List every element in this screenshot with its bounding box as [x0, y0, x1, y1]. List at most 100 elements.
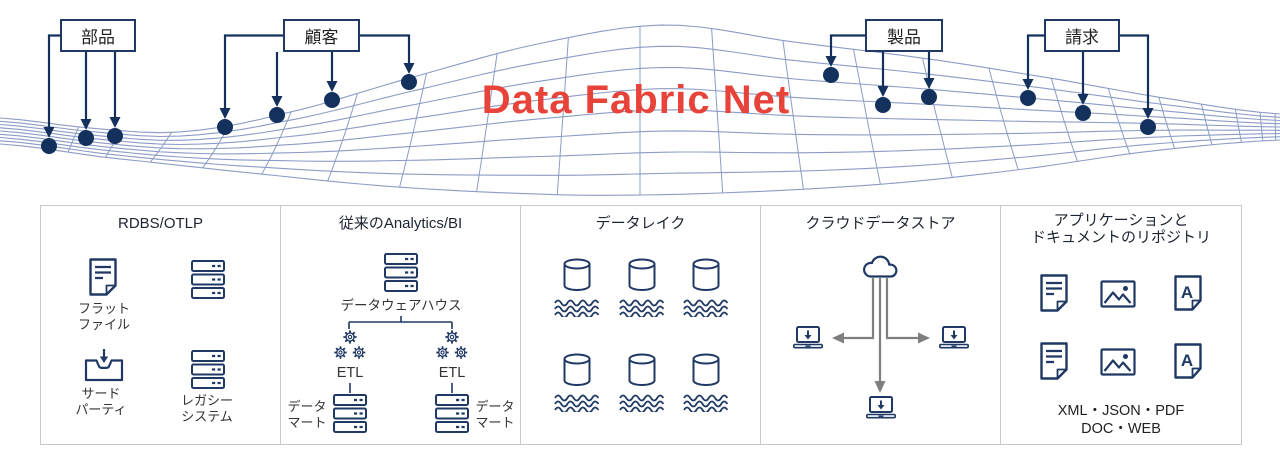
data-lake-store-icon [563, 258, 591, 292]
etl-label: ETL [336, 365, 364, 381]
arrowhead-down-icon [80, 119, 92, 130]
net-node-dot [269, 107, 285, 123]
etl-gears-icon [332, 329, 368, 361]
mesh-line [1158, 97, 1176, 149]
waves-icon [683, 394, 729, 412]
net-node-dot [1075, 105, 1091, 121]
image-icon [1100, 348, 1136, 376]
fabric-mesh [0, 24, 1280, 196]
panel-title: アプリケーションと ドキュメントのリポジトリ [1001, 212, 1241, 246]
data-lake-store-icon [628, 353, 656, 387]
third-party-label: サード パーティ [51, 386, 151, 418]
source-connector [1120, 34, 1150, 109]
label-line: データ [287, 399, 327, 414]
laptop-download-icon [939, 326, 969, 350]
mesh-line [399, 73, 427, 188]
net-node-dot [921, 89, 937, 105]
arrowhead-down-icon [109, 117, 121, 128]
document-icon [1040, 342, 1068, 380]
etl-label: ETL [438, 365, 466, 381]
mesh-line [149, 132, 173, 163]
source-box-label: 製品 [887, 28, 921, 47]
net-node-dot [1020, 90, 1036, 106]
arrowhead-down-icon [326, 81, 338, 92]
mesh-line [711, 28, 724, 193]
flat-file-label: フラット ファイル [54, 301, 154, 333]
net-node-dot [1140, 119, 1156, 135]
datamart-label: データ マート [471, 399, 519, 431]
source-box-product: 製品 [865, 19, 943, 52]
net-node-dot [107, 128, 123, 144]
source-connector [829, 34, 865, 57]
mesh-line [556, 37, 569, 195]
mesh-line [261, 111, 292, 175]
cloud-icon [861, 252, 901, 279]
laptop-download-icon [866, 396, 896, 420]
label-line: システム [181, 409, 233, 424]
mesh-line [1200, 103, 1213, 145]
datamart-server-icon [435, 394, 469, 433]
mesh-line [327, 93, 358, 182]
formats-line: DOC・WEB [1081, 421, 1161, 437]
source-box-parts: 部品 [60, 19, 136, 52]
legacy-server-icon [191, 350, 225, 389]
panel-analytics-bi: 従来のAnalytics/BI データウェアハウス ETL ETL データ マー… [281, 206, 521, 444]
net-node-dot [41, 138, 57, 154]
mesh-line [1050, 78, 1078, 162]
net-node-dot [823, 67, 839, 83]
panel-title-line: アプリケーションと [1053, 212, 1189, 229]
analytics-tree-lines [348, 316, 453, 393]
arrowhead-down-icon [877, 86, 889, 97]
net-node-dot [78, 130, 94, 146]
net-title: Data Fabric Net [481, 78, 791, 122]
arrowhead-down-icon [219, 108, 231, 119]
label-line: データ [475, 399, 515, 414]
mesh-line [1234, 109, 1242, 143]
source-connector [1026, 34, 1044, 80]
laptop-download-icon [793, 326, 823, 350]
data-lake-store-icon [692, 353, 720, 387]
arrowhead-down-icon [403, 63, 415, 74]
panel-cloud-data-store: クラウドデータストア [761, 206, 1001, 444]
image-icon [1100, 280, 1136, 308]
label-line: サード [81, 386, 121, 401]
mesh-line [1107, 88, 1131, 154]
a-file-icon [1174, 343, 1202, 379]
arrowhead-down-icon [271, 96, 283, 107]
datamart-server-icon [333, 394, 367, 433]
mesh-line [67, 126, 80, 153]
a-file-icon [1174, 275, 1202, 311]
net-node-dot [875, 97, 891, 113]
net-node-dot [217, 119, 233, 135]
mesh-line [988, 67, 1019, 170]
waves-icon [619, 299, 665, 317]
data-lake-store-icon [692, 258, 720, 292]
panel-data-lake: データレイク [521, 206, 761, 444]
mesh-line [476, 53, 498, 192]
waves-icon [683, 299, 729, 317]
etl-gears-icon [434, 329, 470, 361]
source-connector [47, 34, 60, 128]
label-line: レガシー [180, 393, 233, 408]
label-line: フラット [77, 301, 130, 316]
arrowhead-down-icon [1077, 94, 1089, 105]
source-box-customer: 顧客 [283, 19, 360, 52]
panel-app-doc-repository: アプリケーションと ドキュメントのリポジトリ XML・JSON・PDF DOC・… [1001, 206, 1241, 444]
datamart-label: データ マート [283, 399, 331, 431]
mesh-line [1259, 112, 1264, 141]
data-lake-store-icon [628, 258, 656, 292]
document-icon [1040, 274, 1068, 312]
arrowhead-down-icon [1142, 108, 1154, 119]
source-connector [223, 34, 283, 109]
source-box-label: 請求 [1065, 28, 1099, 47]
waves-icon [554, 394, 600, 412]
mesh-line [853, 49, 881, 185]
label-line: パーティ [75, 402, 127, 417]
panel-title: RDBS/OTLP [117, 215, 204, 232]
warehouse-label: データウェアハウス [340, 298, 462, 313]
label-line: ファイル [77, 317, 130, 332]
cloud-distribution-arrows [832, 278, 930, 393]
panel-title: 従来のAnalytics/BI [338, 215, 463, 232]
mesh-line [1274, 113, 1277, 141]
panel-title: クラウドデータストア [805, 215, 956, 232]
